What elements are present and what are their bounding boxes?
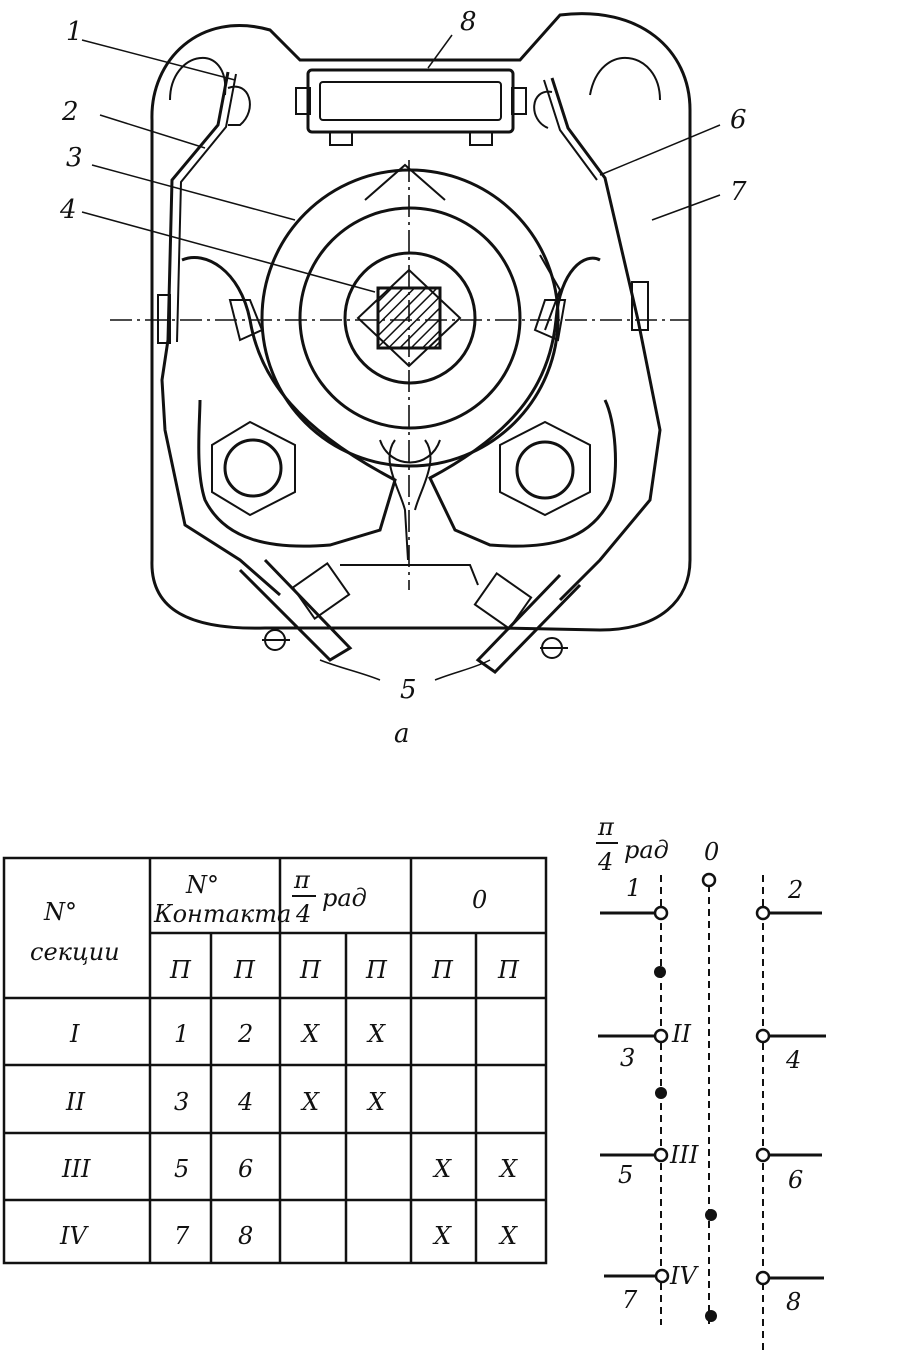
cell: 4: [237, 1088, 253, 1116]
right-contact-4: 4: [785, 1046, 801, 1074]
part-label-8: 8: [460, 7, 477, 37]
table-row: IV 7 8 X X: [59, 1222, 518, 1250]
subheader-3: П: [299, 956, 322, 984]
row-section: II: [65, 1088, 85, 1116]
part-label-2: 2: [61, 97, 79, 127]
cell: X: [300, 1088, 320, 1116]
subheader-1: П: [169, 956, 192, 984]
cell: 2: [237, 1020, 253, 1048]
cell: 7: [174, 1222, 190, 1250]
cell: 6: [238, 1155, 253, 1183]
header-section-no: N°: [43, 898, 77, 926]
part-label-7: 7: [730, 177, 747, 207]
section-label-IV: IV: [669, 1262, 699, 1290]
subheader-2: П: [233, 956, 256, 984]
header-contact-no: N°: [185, 871, 219, 899]
left-contact-1: 1: [626, 874, 641, 902]
row-section: III: [61, 1155, 91, 1183]
header-contact-word: Контакта: [153, 900, 291, 928]
right-contact-2: 2: [787, 876, 803, 904]
header-zero: 0: [472, 886, 487, 914]
row-section: I: [69, 1020, 80, 1048]
subheader-4: П: [365, 956, 388, 984]
table-row: II 3 4 X X: [65, 1088, 386, 1116]
row-section: IV: [59, 1222, 89, 1250]
cell: 8: [238, 1222, 253, 1250]
header-angle-den: 4: [295, 900, 311, 928]
table-row: III 5 6 X X: [61, 1155, 518, 1183]
cell: 1: [174, 1020, 189, 1048]
diagram-angle-unit: рад: [624, 836, 669, 864]
part-label-4: 4: [59, 195, 77, 225]
right-contact-8: 8: [786, 1288, 801, 1316]
header-section-word: секции: [30, 938, 120, 966]
left-contact-7: 7: [622, 1286, 638, 1314]
terminal-left: [238, 558, 353, 662]
cell: X: [366, 1020, 386, 1048]
diagram-zero-label: 0: [704, 838, 719, 866]
diagram-angle-den: 4: [597, 848, 613, 876]
table-row: I 1 2 X X: [69, 1020, 386, 1048]
left-contact-5: 5: [618, 1161, 633, 1189]
contact-table: N° секции N° Контакта π 4 рад 0 П П П П …: [2, 856, 548, 1265]
part-label-6: 6: [730, 105, 747, 135]
terminal-right: [473, 571, 582, 674]
cell: X: [300, 1020, 320, 1048]
switch-diagram: π 4 рад 0 1 3 5: [596, 813, 826, 1350]
subheader-6: П: [497, 956, 520, 984]
left-contact-3: 3: [620, 1044, 635, 1072]
subheader-5: П: [431, 956, 454, 984]
cell: X: [366, 1088, 386, 1116]
section-label-II: II: [671, 1020, 691, 1048]
mechanical-drawing: 1 2 3 4 5 6 7 8 a: [59, 7, 747, 749]
cell: X: [498, 1155, 518, 1183]
cell: X: [498, 1222, 518, 1250]
header-angle-num: π: [293, 866, 311, 894]
cell: X: [432, 1155, 452, 1183]
header-angle-unit: рад: [322, 884, 367, 912]
right-contact-6: 6: [788, 1166, 803, 1194]
diagram-angle-num: π: [597, 813, 615, 841]
part-label-5: 5: [400, 675, 417, 705]
cell: 5: [174, 1155, 189, 1183]
subfigure-label: a: [394, 719, 410, 749]
section-label-III: III: [669, 1141, 699, 1169]
part-label-3: 3: [66, 143, 83, 173]
cell: 3: [174, 1088, 189, 1116]
part-label-1: 1: [66, 17, 83, 47]
zero-contact: [701, 872, 717, 888]
cell: X: [432, 1222, 452, 1250]
